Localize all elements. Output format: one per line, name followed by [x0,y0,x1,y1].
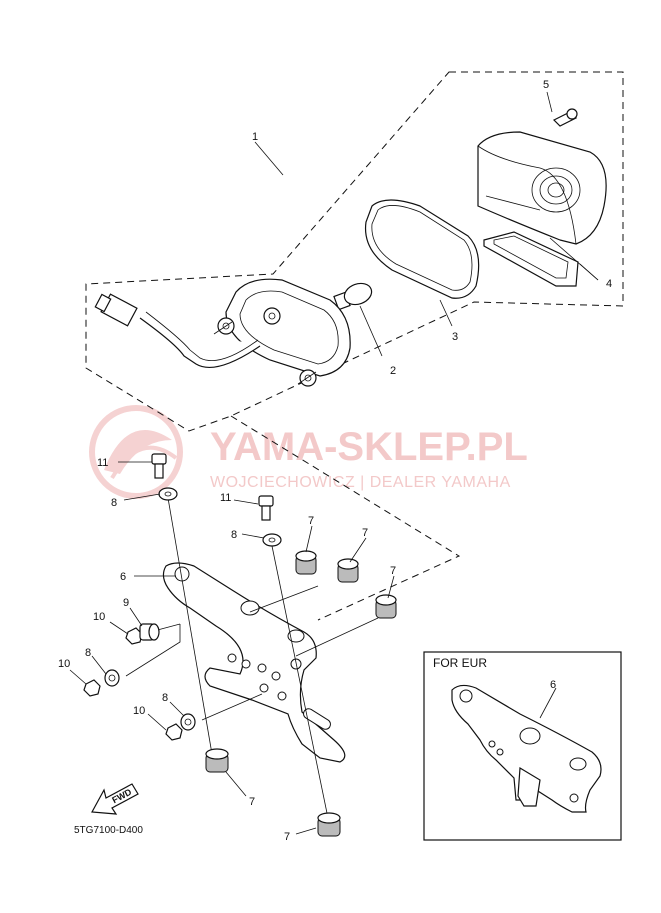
screw-part [552,108,578,127]
lens-part [477,131,607,245]
callout-7d: 7 [249,796,255,808]
grommet-d [205,748,229,773]
leader-1 [254,141,284,176]
grommet-c [375,594,397,619]
watermark-dealer: WOJCIECHOWICZ | DEALER YAMAHA [210,474,511,491]
diagram-code: 5TG7100-D400 [74,825,143,836]
callout-11b: 11 [220,492,231,504]
leader-grommet-c [295,617,379,657]
callout-10c: 10 [133,705,145,717]
leader-grommet-a [249,585,319,613]
callout-10b: 10 [58,658,70,670]
bulb-part [333,282,373,311]
callout-11a: 11 [97,457,108,469]
nut-b [83,679,101,697]
callout-8a: 8 [111,497,117,509]
washer-a [158,487,178,501]
watermark-brand: YAMA-SKLEP.PL [210,425,528,469]
nut-c [165,723,183,741]
callout-7c: 7 [390,565,396,577]
callout-9: 9 [123,597,129,609]
leader-2 [359,305,383,357]
collar-part [139,623,160,641]
callout-1: 1 [252,131,258,143]
leader-6-inset [539,687,557,719]
leader-nut-8c [201,693,263,721]
inset-title: FOR EUR [433,656,487,670]
grommet-e [317,812,341,837]
bolt-left-part [151,453,167,479]
leader-bolt-left [167,497,213,755]
washer-c [104,669,120,687]
callout-2: 2 [390,365,396,377]
watermark: YAMA-SKLEP.PL WOJCIECHOWICZ | DEALER YAM… [89,405,528,499]
reflector-plate [483,231,579,287]
callout-7a: 7 [308,515,314,527]
washer-b [262,533,282,547]
callout-3: 3 [452,331,458,343]
callout-5: 5 [543,79,549,91]
bracket-part [162,562,346,763]
callout-7e: 7 [284,831,290,843]
callout-4: 4 [606,278,612,290]
leader-bolt-right [271,545,329,819]
grommet-a [295,550,317,575]
watermark-logo-icon [89,405,183,499]
washer-d [180,713,196,731]
leader-nut-8b [125,624,181,677]
fwd-arrow-icon: FWD [91,783,139,815]
callout-6-inset: 6 [550,679,556,691]
grommet-b [337,558,359,583]
nut-a [125,627,143,645]
callout-7b: 7 [362,527,368,539]
wire-harness [94,293,261,368]
bolt-right-part [258,495,274,521]
leader-3 [439,299,453,327]
callout-8c: 8 [85,647,91,659]
taillight-assembly-outline [85,71,624,432]
leader-4b [549,237,599,281]
inset-bracket-part [451,684,602,813]
inset-eur: FOR EUR 6 [423,651,622,841]
gasket-part [364,199,480,299]
callout-6: 6 [120,571,126,583]
callout-8b: 8 [231,529,237,541]
assembly-leader-dashed [230,415,461,621]
leader-5 [546,91,553,113]
callout-8d: 8 [162,692,168,704]
callout-10a: 10 [93,611,105,623]
housing-part [213,278,351,387]
